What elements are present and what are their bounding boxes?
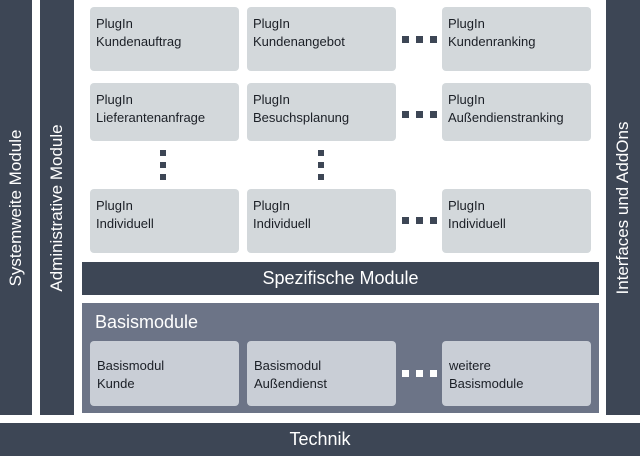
plugin-title: PlugIn bbox=[96, 198, 133, 213]
administrative-module-label: Administrative Module bbox=[47, 123, 66, 292]
plugin-aussendienstranking: PlugIn Außendienstranking bbox=[442, 83, 591, 141]
plugin-name: Kundenauftrag bbox=[96, 34, 182, 49]
basismodul-name: Basismodule bbox=[449, 376, 524, 391]
plugin-name: Kundenranking bbox=[448, 34, 536, 49]
systemweite-module-bar: Systemweite Module bbox=[0, 0, 32, 415]
plugin-kundenauftrag: PlugIn Kundenauftrag bbox=[90, 7, 239, 71]
plugin-title: PlugIn bbox=[96, 92, 133, 107]
plugin-name: Kundenangebot bbox=[253, 34, 345, 49]
plugin-besuchsplanung: PlugIn Besuchsplanung bbox=[247, 83, 396, 141]
plugin-title: PlugIn bbox=[253, 92, 290, 107]
spezifische-module-band: Spezifische Module bbox=[82, 262, 599, 295]
basismodul-title: weitere bbox=[449, 358, 491, 373]
plugin-title: PlugIn bbox=[253, 198, 290, 213]
plugin-title: PlugIn bbox=[96, 16, 133, 31]
basismodul-title: Basismodul bbox=[97, 358, 165, 373]
ellipsis-vertical bbox=[160, 150, 166, 180]
basismodul-title: Basismodul bbox=[254, 358, 322, 373]
plugin-individuell: PlugIn Individuell bbox=[90, 189, 239, 253]
basismodul-name: Außendienst bbox=[254, 376, 327, 391]
plugin-kundenranking: PlugIn Kundenranking bbox=[442, 7, 591, 71]
ellipsis-horizontal bbox=[402, 111, 437, 118]
basismodul-aussendienst: Basismodul Außendienst bbox=[247, 341, 396, 406]
plugin-kundenangebot: PlugIn Kundenangebot bbox=[247, 7, 396, 71]
plugin-name: Außendienstranking bbox=[448, 110, 564, 125]
weitere-basismodule: weitere Basismodule bbox=[442, 341, 591, 406]
plugin-individuell: PlugIn Individuell bbox=[442, 189, 591, 253]
plugin-title: PlugIn bbox=[253, 16, 290, 31]
plugin-name: Individuell bbox=[448, 216, 506, 231]
plugin-name: Besuchsplanung bbox=[253, 110, 350, 125]
plugin-title: PlugIn bbox=[448, 198, 485, 213]
technik-bar: Technik bbox=[0, 423, 640, 456]
plugin-lieferantenanfrage: PlugIn Lieferantenanfrage bbox=[90, 83, 239, 141]
plugin-name: Individuell bbox=[253, 216, 311, 231]
administrative-module-bar: Administrative Module bbox=[40, 0, 74, 415]
plugin-title: PlugIn bbox=[448, 16, 485, 31]
plugin-title: PlugIn bbox=[448, 92, 485, 107]
plugin-individuell: PlugIn Individuell bbox=[247, 189, 396, 253]
ellipsis-horizontal bbox=[402, 36, 437, 43]
systemweite-module-label: Systemweite Module bbox=[6, 129, 25, 286]
basismodule-title: Basismodule bbox=[95, 312, 199, 332]
basismodul-name: Kunde bbox=[97, 376, 135, 391]
ellipsis-horizontal bbox=[402, 370, 437, 377]
interfaces-addons-bar: Interfaces und AddOns bbox=[606, 0, 640, 415]
interfaces-addons-label: Interfaces und AddOns bbox=[613, 121, 632, 294]
technik-label: Technik bbox=[289, 429, 351, 449]
spezifische-module-label: Spezifische Module bbox=[262, 268, 419, 288]
ellipsis-horizontal bbox=[402, 217, 437, 224]
plugin-name: Individuell bbox=[96, 216, 154, 231]
plugin-name: Lieferantenanfrage bbox=[96, 110, 206, 125]
ellipsis-vertical bbox=[318, 150, 324, 180]
basismodul-kunde: Basismodul Kunde bbox=[90, 341, 239, 406]
